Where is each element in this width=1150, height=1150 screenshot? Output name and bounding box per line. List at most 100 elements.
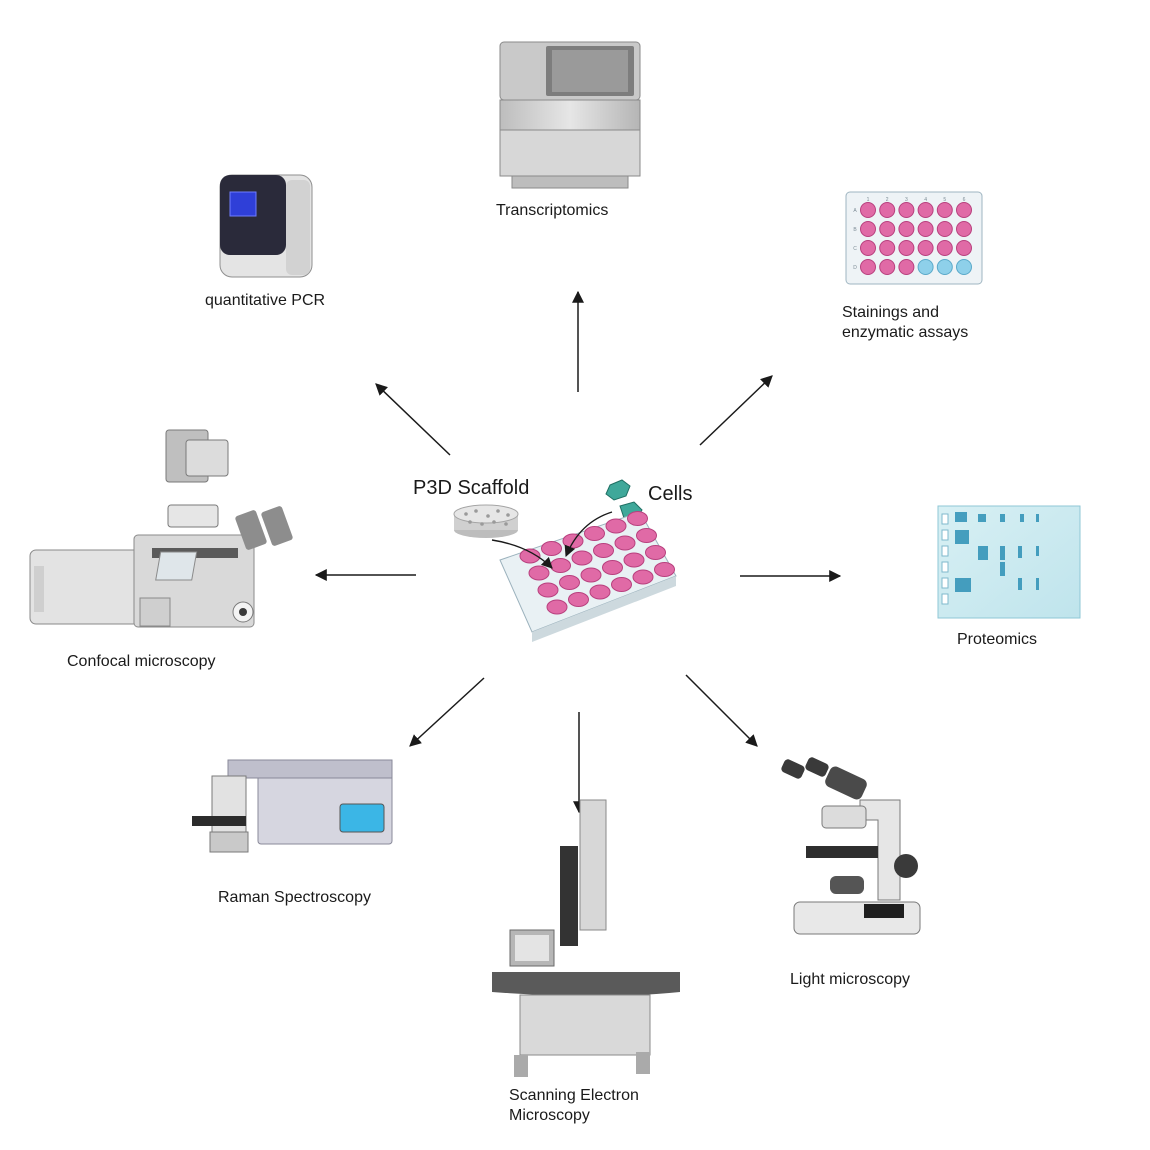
culture-plate-icon: [499, 511, 677, 642]
culture-well: [546, 599, 568, 615]
culture-well: [580, 567, 602, 583]
gel-band: [1018, 546, 1022, 558]
plate-well: [917, 221, 934, 237]
scaffold-icon: [453, 504, 519, 538]
arrow-to-qpcr: [375, 383, 451, 456]
label-raman: Raman Spectroscopy: [218, 889, 371, 906]
gel-band: [955, 530, 969, 544]
scaffold-label: P3D Scaffold: [413, 477, 530, 499]
culture-well: [611, 577, 632, 592]
culture-well: [528, 565, 550, 581]
gel-icon: [937, 505, 1081, 619]
plate-well: [860, 259, 876, 275]
gel-band: [978, 514, 986, 522]
culture-well: [636, 528, 657, 543]
plate-well: [917, 259, 934, 275]
arrow-to-stainings: [699, 375, 773, 446]
plate-well: [879, 240, 896, 256]
culture-well: [568, 592, 589, 607]
label-transcriptomics: Transcriptomics: [496, 202, 609, 219]
plate-column-label: 3: [905, 197, 908, 203]
culture-well: [537, 582, 559, 598]
light-microscope-icon: [781, 757, 921, 935]
raman-spectrometer-icon: [192, 759, 393, 853]
label-qpcr: quantitative PCR: [205, 292, 326, 309]
label-proteomics: Proteomics: [957, 631, 1038, 648]
well-plate-icon: 1 2 3 4 5 6A B C D: [845, 191, 983, 285]
plate-well: [936, 221, 953, 237]
gel-well: [941, 577, 949, 589]
gel-band: [1036, 578, 1039, 590]
gel-band: [1036, 514, 1039, 522]
plate-row-label: A: [853, 208, 857, 214]
culture-well: [519, 548, 541, 564]
gel-band: [955, 578, 971, 592]
center-wells: [519, 511, 675, 615]
plate-row-label: D: [853, 265, 857, 271]
label-sem-line1: Scanning Electron: [509, 1087, 639, 1104]
plate-well: [898, 240, 915, 256]
gel-band: [955, 512, 967, 522]
plate-well: [936, 240, 953, 256]
gel-well: [941, 593, 949, 605]
plate-column-label: 1: [867, 197, 870, 203]
plate-well: [956, 240, 972, 256]
plate-well: [917, 240, 934, 256]
plate-well: [956, 259, 972, 275]
gel-well: [941, 529, 949, 541]
culture-well: [627, 511, 648, 526]
culture-well: [645, 545, 666, 560]
gel-band: [1000, 562, 1005, 576]
seeding-arrows: [491, 511, 613, 569]
culture-well: [550, 558, 571, 573]
culture-well: [559, 575, 580, 590]
gel-band: [1000, 514, 1005, 522]
plate-column-label: 4: [924, 197, 927, 203]
plate-well: [936, 202, 953, 218]
plate-well: [879, 221, 896, 237]
plate-column-label: 2: [886, 197, 889, 203]
culture-well: [654, 562, 675, 577]
plate-row-label: C: [853, 246, 857, 252]
confocal-microscope-icon: [29, 429, 293, 628]
qpcr-machine-icon: [219, 174, 313, 278]
culture-well: [623, 552, 645, 568]
culture-well: [605, 518, 627, 534]
gel-band: [1020, 514, 1024, 522]
arrow-to-raman: [409, 677, 485, 747]
plate-row-label: B: [853, 227, 857, 233]
gel-band: [1036, 546, 1039, 556]
culture-well: [571, 550, 593, 566]
sem-microscope-icon: [492, 799, 680, 1077]
culture-well: [584, 526, 605, 541]
plate-well: [879, 202, 896, 218]
plate-well: [860, 221, 876, 237]
culture-well: [589, 584, 611, 600]
plate-well: [898, 259, 915, 275]
plate-well: [936, 259, 953, 275]
plate-column-label: 6: [963, 197, 966, 203]
plate-column-label: 5: [943, 197, 946, 203]
label-light: Light microscopy: [790, 971, 911, 988]
culture-well: [614, 535, 636, 551]
plate-well: [956, 202, 972, 218]
culture-well: [632, 569, 654, 585]
gel-well: [941, 513, 949, 525]
label-confocal: Confocal microscopy: [67, 653, 216, 670]
sequencer-icon: [499, 41, 641, 189]
label-stainings-line1: Stainings and: [842, 304, 939, 321]
plate-well: [860, 202, 876, 218]
arrows: [314, 290, 842, 814]
label-stainings-line2: enzymatic assays: [842, 324, 969, 341]
culture-well: [593, 543, 614, 558]
cells-label: Cells: [648, 483, 693, 505]
gel-well: [941, 561, 949, 573]
gel-band: [1018, 578, 1022, 590]
label-sem-line2: Microscopy: [509, 1107, 590, 1124]
gel-band: [978, 546, 988, 560]
plate-well: [917, 202, 934, 218]
plate-well: [860, 240, 876, 256]
arrow-to-light: [685, 674, 758, 747]
gel-well: [941, 545, 949, 557]
